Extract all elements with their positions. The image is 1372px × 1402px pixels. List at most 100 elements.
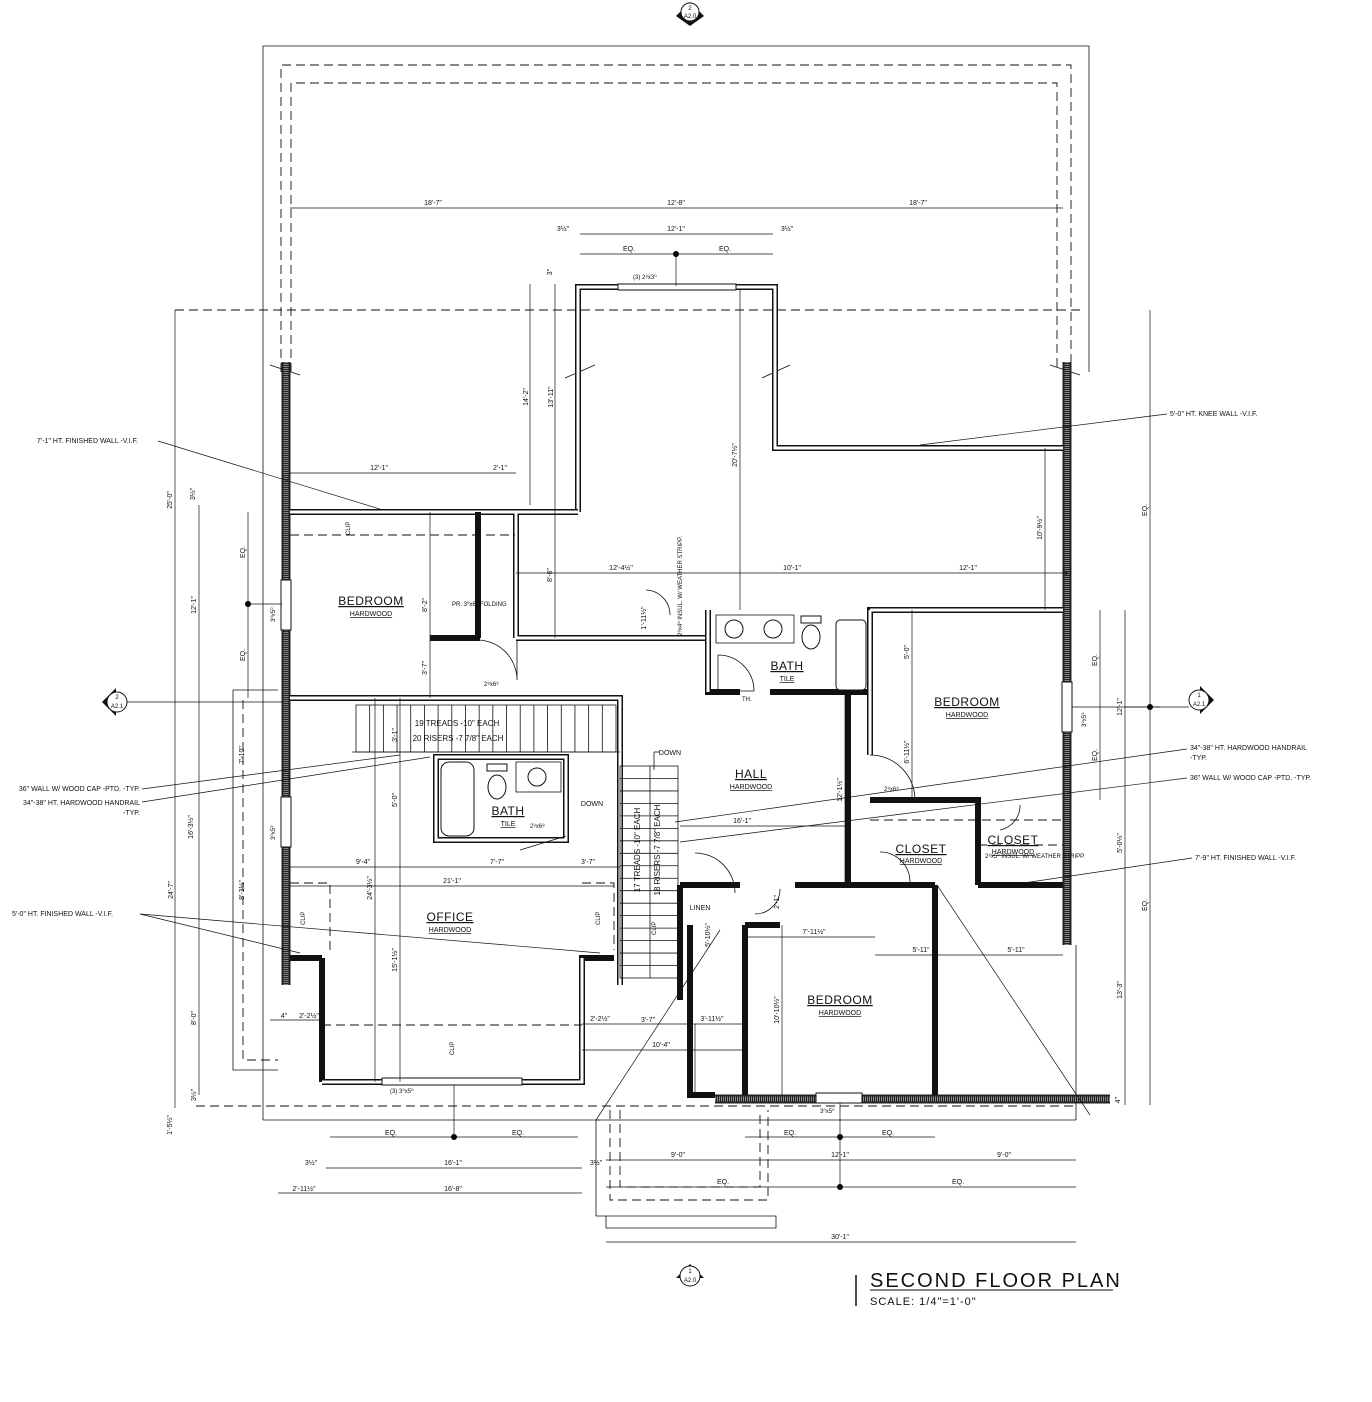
drawing-scale: SCALE: 1/4"=1'-0" <box>870 1296 977 1308</box>
dimension-label: 3½" <box>305 1159 318 1167</box>
dimension-label: 12'-1" <box>191 596 198 614</box>
dimension-label: 7'-1" <box>687 1033 694 1047</box>
title-block: SECOND FLOOR PLAN SCALE: 1/4"=1'-0" <box>855 1270 1122 1308</box>
clip-label: CLIP <box>450 1042 456 1055</box>
clip-label: CLIP <box>652 922 658 935</box>
dimension-label: EQ. <box>623 246 635 253</box>
dimension-label: 10'-9½" <box>1036 516 1044 540</box>
dimension-label: 20'-7½" <box>731 443 739 467</box>
dimension-label: 2'-1" <box>493 465 507 472</box>
section-sheet: A2.1 <box>1193 702 1206 708</box>
dimension-label: 10'-1" <box>783 565 801 572</box>
window-label: (3) 3⁰x5⁰ <box>390 1088 414 1095</box>
stair-risers-note: 18 RISERS -7 7/8" EACH <box>653 804 662 895</box>
dimension-label: EQ. <box>240 649 247 661</box>
bathtub <box>835 619 867 691</box>
dimension-label: 9'-4" <box>356 859 370 866</box>
dimension-label: 8'-0" <box>191 1011 198 1025</box>
dimension-label: EQ. <box>1092 654 1099 666</box>
dimension-label: 7'-7" <box>490 859 504 866</box>
dimension-label: 18'-7" <box>424 200 442 207</box>
dimension-label: 12'-1" <box>667 226 685 233</box>
office-window-west <box>280 796 292 848</box>
door-label: 2⁸x6⁸ <box>484 681 499 688</box>
dimension-label: 4" <box>1115 1096 1122 1103</box>
callout-notes: 7'-1" HT. FINISHED WALL -V.I.F. 5'-0" HT… <box>12 411 1311 918</box>
dimension-label: 3'-1" <box>392 728 399 742</box>
clip-label: CLIP <box>596 912 602 925</box>
drawing-title: SECOND FLOOR PLAN <box>870 1270 1122 1292</box>
dimension-label: 13'-11" <box>548 386 555 408</box>
dimension-lines <box>174 207 1160 1243</box>
callout-note: 7'-1" HT. FINISHED WALL -V.I.F. <box>37 438 138 445</box>
dimension-label: EQ. <box>882 1130 894 1137</box>
stair-treads-note: 19 TREADS -10" EACH <box>415 719 500 728</box>
dimension-labels: 18'-7"12'-8"18'-7"3½"12'-1"3½"EQ.EQ.3"14… <box>166 200 1149 1241</box>
threshold-label: TH. <box>742 697 752 703</box>
section-number: 2 <box>115 695 119 701</box>
dimension-label: 18'-7" <box>909 200 927 207</box>
exterior-walls <box>281 362 1110 1104</box>
room-name: BATH <box>491 804 524 818</box>
dimension-label: EQ. <box>719 246 731 253</box>
section-marker-top: 2 A2.0 <box>676 2 704 26</box>
stair-treads-note: 17 TREADS -10" EACH <box>633 808 642 893</box>
bedroom-window-west <box>280 579 292 631</box>
window-label: (3) 2⁸x3⁰ <box>633 274 657 281</box>
dimension-label: 2'-2½" <box>590 1015 610 1023</box>
room-name: CLOSET <box>895 842 946 856</box>
dimension-label: 3½" <box>190 1088 198 1101</box>
window-label: 3⁰x5⁰ <box>1081 712 1088 727</box>
dimension-label: 12'-1" <box>1117 698 1124 716</box>
room-labels: BEDROOM HARDWOOD BATH TILE BEDROOM HARDW… <box>338 594 1038 1017</box>
bedroom-window-south <box>815 1092 863 1104</box>
dimension-label: EQ. <box>1142 504 1149 516</box>
stair-down-label: DOWN <box>659 750 681 757</box>
door-label: 2⁸x6⁸ <box>884 786 899 793</box>
dimension-label: 5'-11" <box>912 947 930 954</box>
dimension-label: EQ. <box>952 1179 964 1186</box>
dimension-label: EQ. <box>1092 749 1099 761</box>
dimension-label: 3'-11½" <box>700 1015 724 1023</box>
dimension-label: 7'-10" <box>239 746 246 764</box>
callout-note: 34"-38" HT. HARDWOOD HANDRAIL <box>1190 745 1307 752</box>
section-marker-left: 2 A2.1 <box>102 688 282 716</box>
toilet <box>487 774 507 800</box>
section-marker-right: 1 A2.1 <box>1072 686 1214 714</box>
dimension-label: 5'-0" <box>392 793 399 807</box>
dimension-label: 10'-4" <box>652 1042 670 1049</box>
stair-risers-note: 20 RISERS -7 7/8" EACH <box>413 734 504 743</box>
dimension-label: 14'-2" <box>523 388 530 406</box>
callout-note: 36" WALL W/ WOOD CAP -PTD. -TYP. <box>1190 775 1311 782</box>
room-name: CLOSET <box>987 833 1038 847</box>
room-floor: TILE <box>780 676 795 683</box>
dimension-label: 3½" <box>590 1159 603 1167</box>
interior-walls <box>290 284 1063 1098</box>
dimension-label: 3'-7" <box>422 661 429 675</box>
room-name: BEDROOM <box>807 993 873 1007</box>
toilet <box>801 624 821 650</box>
section-number: 1 <box>1197 693 1201 699</box>
dimension-label: 25'-0" <box>167 491 174 509</box>
dimension-label: 15'-1½" <box>391 948 399 972</box>
dimension-label: 2'-11½" <box>292 1185 316 1193</box>
dimension-label: 12'-4½" <box>609 564 633 572</box>
dimension-label: 12'-8" <box>667 200 685 207</box>
room-name: OFFICE <box>427 910 474 924</box>
room-name: BATH <box>770 659 803 673</box>
room-floor: TILE <box>501 821 516 828</box>
toilet-tank <box>486 763 508 772</box>
sink <box>724 619 744 639</box>
dimension-label: 3'-7" <box>581 859 595 866</box>
dimension-label: 8'-3½" <box>238 880 246 900</box>
dimension-label: EQ. <box>512 1130 524 1137</box>
section-sheet: A2.1 <box>111 704 124 710</box>
dimension-label: EQ. <box>784 1130 796 1137</box>
windows <box>280 283 1073 1104</box>
dimension-label: 1'-11½" <box>640 606 648 630</box>
dimension-label: 12'-1½" <box>836 778 844 802</box>
dimension-label: 8'-6" <box>547 568 554 582</box>
window-label: 3⁰x5⁰ <box>270 825 277 840</box>
